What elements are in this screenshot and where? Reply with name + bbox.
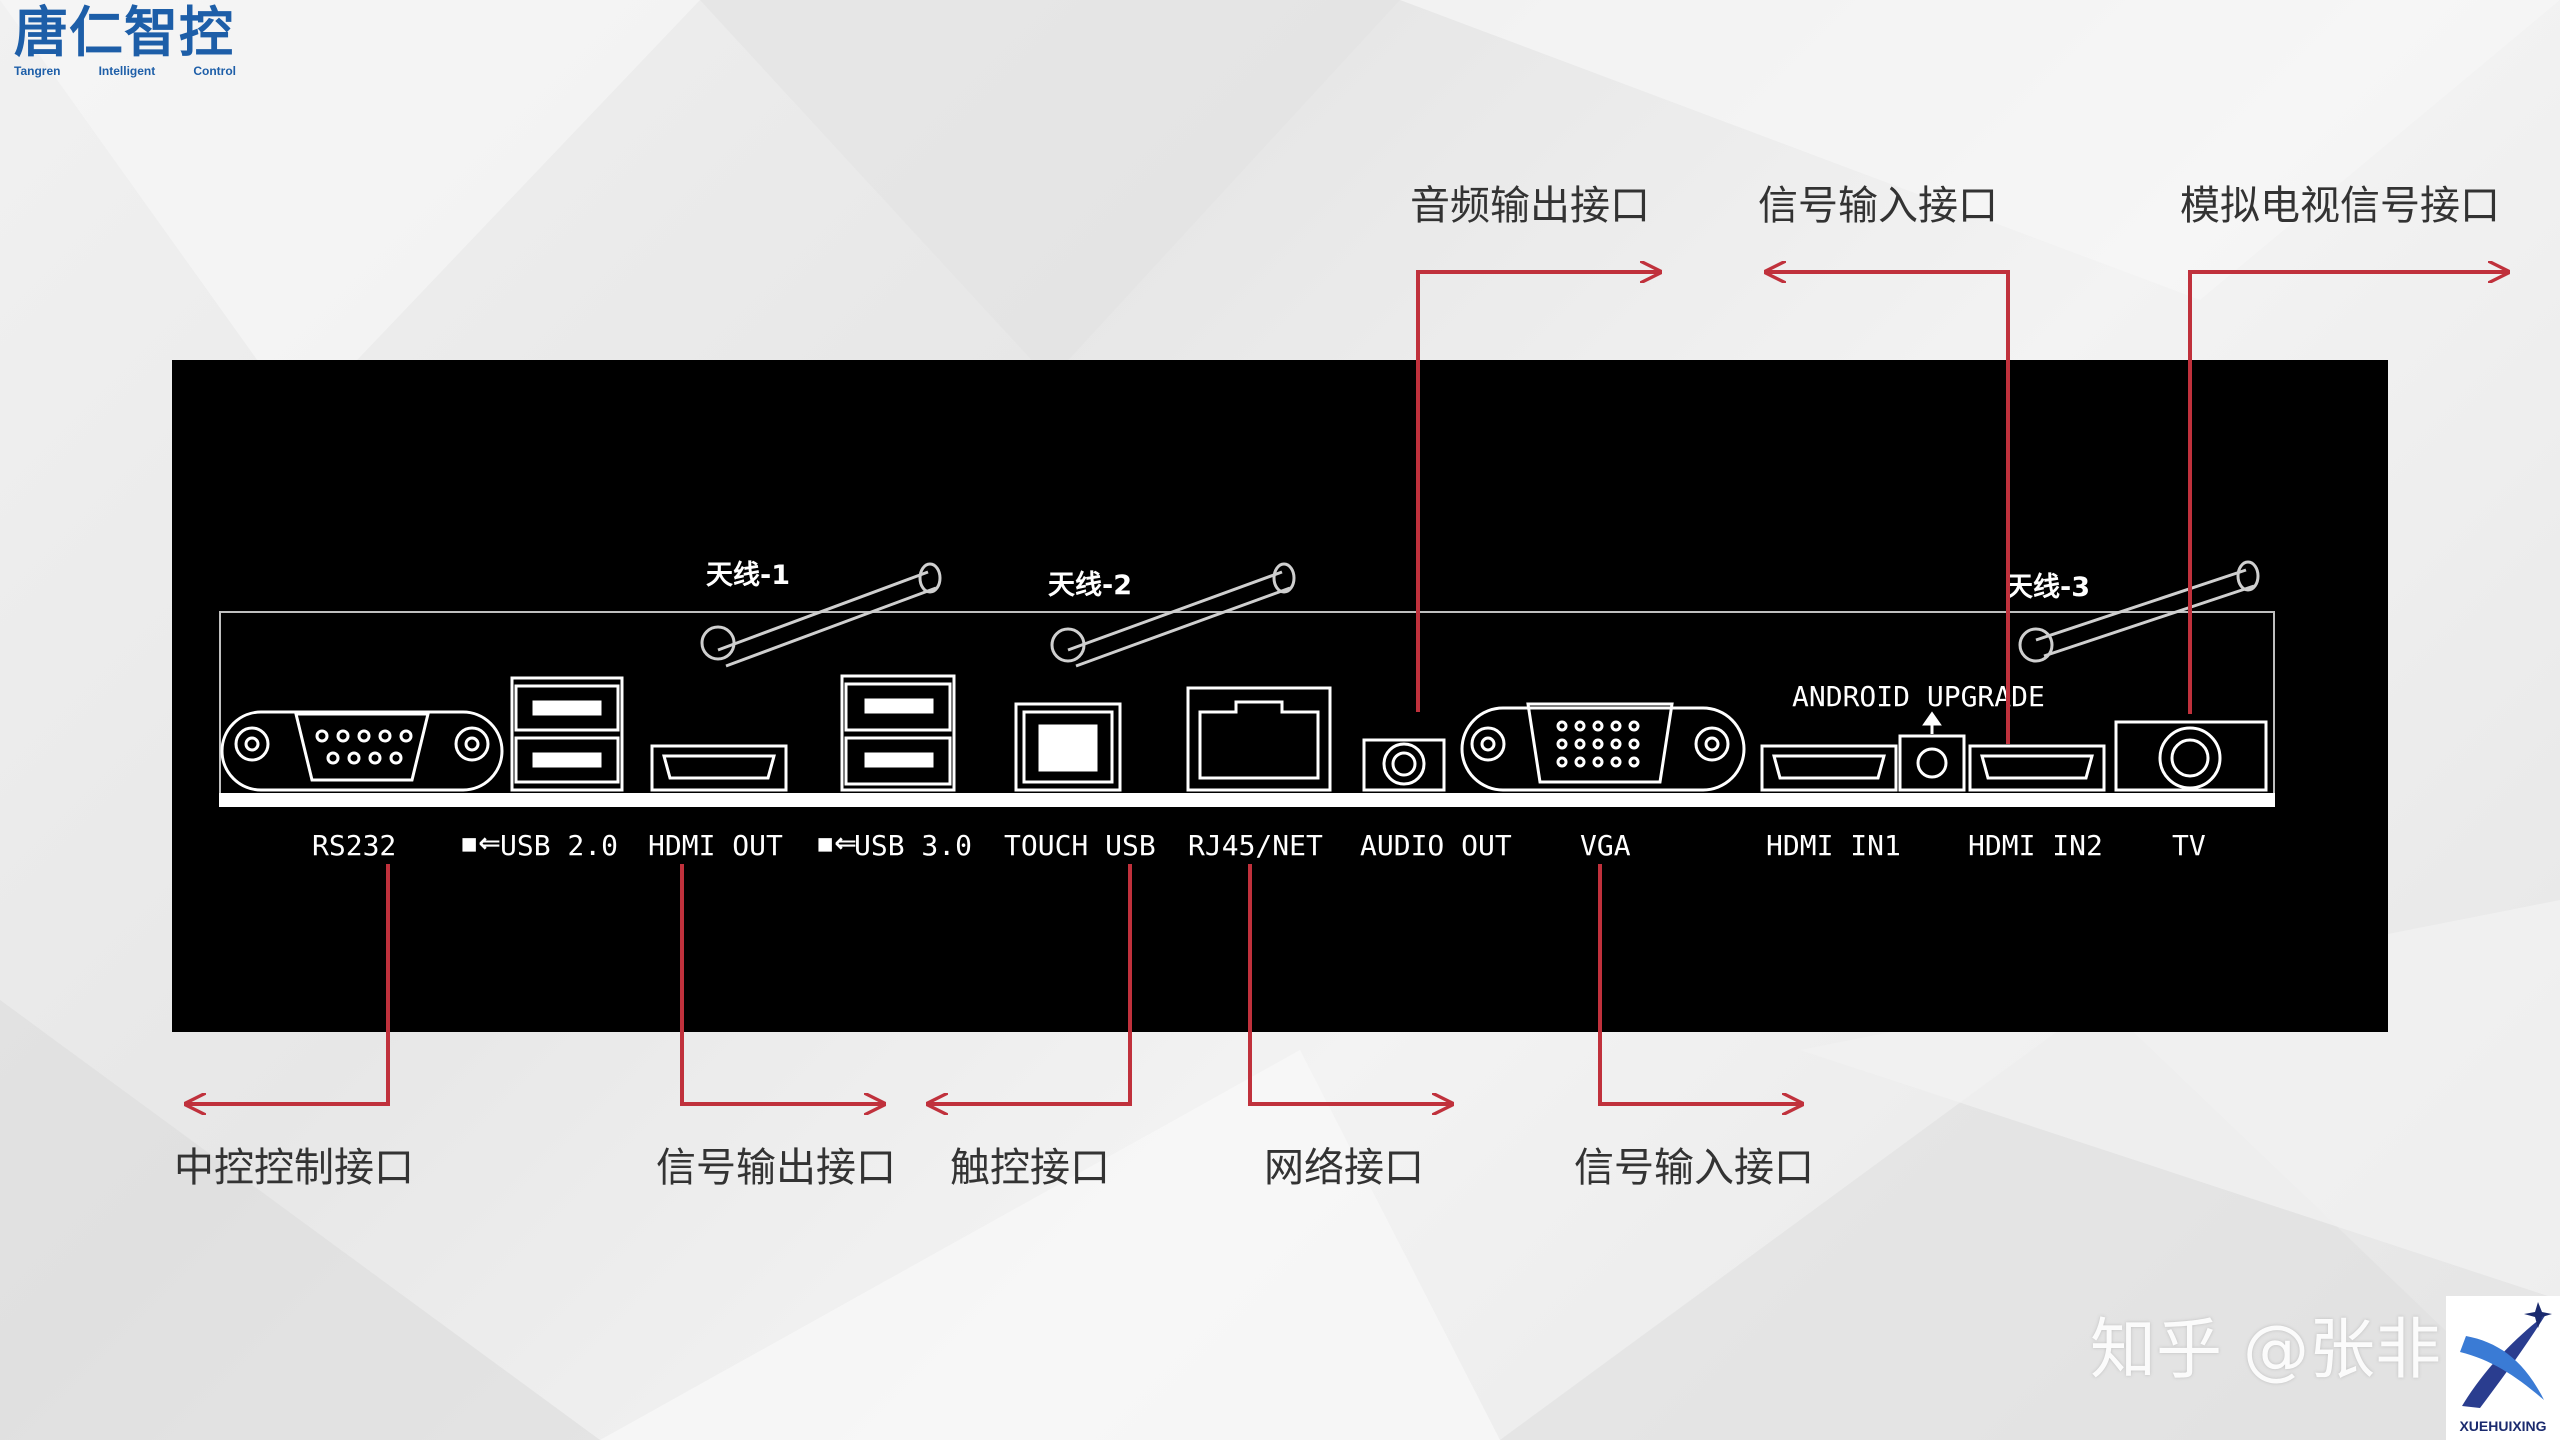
- antenna-2: [1050, 562, 1296, 668]
- leader-rj45: [1248, 864, 1452, 1104]
- port-label-hdmi-in2: HDMI IN2: [1968, 829, 2103, 862]
- callout-signal-output: 信号输出接口: [656, 1145, 896, 1191]
- callout-signal-input-top: 信号输入接口: [1758, 183, 1998, 229]
- android-upgrade-label: ANDROID UPGRADE: [1792, 680, 2045, 713]
- brand-en-word: Control: [193, 64, 236, 78]
- brand-name-cn: 唐仁智控: [14, 1, 234, 64]
- touch-usb-port: [1014, 702, 1122, 792]
- hdmi-in2-port: [1968, 744, 2106, 792]
- usb-symbol-icon: ▪⇐: [816, 828, 857, 859]
- leader-lines: [186, 272, 2508, 1104]
- watermark: 知乎 @张非: [2090, 1311, 2441, 1388]
- leader-touch-usb: [928, 864, 1132, 1104]
- callout-analog-tv: 模拟电视信号接口: [2180, 183, 2500, 229]
- port-label-touch-usb: TOUCH USB: [1004, 829, 1156, 862]
- callout-central-control: 中控控制接口: [174, 1145, 414, 1191]
- antenna-label: 天线-3: [2006, 572, 2090, 603]
- hdmi-out-port: [650, 744, 788, 792]
- hdmi-in1-port: [1760, 744, 1898, 792]
- port-label-usb3: USB 3.0: [854, 829, 972, 862]
- callout-audio-output: 音频输出接口: [1410, 183, 1650, 229]
- antenna-3: [2018, 560, 2260, 663]
- port-label-hdmi-in1: HDMI IN1: [1766, 829, 1901, 862]
- rs232-port: [220, 710, 504, 792]
- corner-logo-text: XUEHUIXING: [2459, 1418, 2547, 1434]
- port-label-audio-out: AUDIO OUT: [1360, 829, 1512, 862]
- star-logo-icon: [2460, 1302, 2552, 1408]
- leader-vga: [1598, 864, 1802, 1104]
- audio-out-port: [1362, 738, 1446, 792]
- port-label-rj45: RJ45/NET: [1188, 829, 1323, 862]
- usb2-ports: [510, 676, 624, 792]
- port-labels: RS232 ▪⇐ USB 2.0 HDMI OUT ▪⇐ USB 3.0 TOU…: [312, 828, 2206, 862]
- rj45-port: [1186, 686, 1332, 792]
- port-label-usb2: USB 2.0: [500, 829, 618, 862]
- usb3-ports: [840, 674, 956, 792]
- antenna-1: [700, 562, 942, 668]
- callout-touch: 触控接口: [950, 1145, 1110, 1191]
- brand-en-word: Tangren: [14, 64, 61, 78]
- usb-symbol-icon: ▪⇐: [460, 828, 501, 859]
- leader-hdmi-in2: [1766, 272, 2010, 744]
- leader-audio-out: [1416, 272, 1660, 712]
- brand-logo: 唐仁智控 Tangren Intelligent Control: [14, 1, 244, 79]
- vga-port: [1460, 702, 1746, 792]
- antenna-label: 天线-1: [706, 560, 790, 591]
- port-label-rs232: RS232: [312, 829, 396, 862]
- chassis-outline: [219, 611, 2275, 807]
- brand-name-en: Tangren Intelligent Control: [14, 64, 236, 78]
- callout-signal-input-bottom: 信号输入接口: [1574, 1145, 1814, 1191]
- device-back-panel: [172, 360, 2388, 1032]
- leader-hdmi-out: [680, 864, 884, 1104]
- callout-network: 网络接口: [1264, 1145, 1424, 1191]
- leader-rs232: [186, 864, 390, 1104]
- port-label-tv: TV: [2172, 829, 2206, 862]
- android-upgrade-button: [1898, 711, 1966, 792]
- leader-tv: [2188, 272, 2508, 714]
- tv-port: [2114, 720, 2268, 792]
- port-label-vga: VGA: [1580, 829, 1631, 862]
- port-label-hdmi-out: HDMI OUT: [648, 829, 783, 862]
- antenna-label: 天线-2: [1048, 570, 1132, 601]
- corner-logo: XUEHUIXING: [2446, 1296, 2560, 1440]
- brand-en-word: Intelligent: [98, 64, 156, 78]
